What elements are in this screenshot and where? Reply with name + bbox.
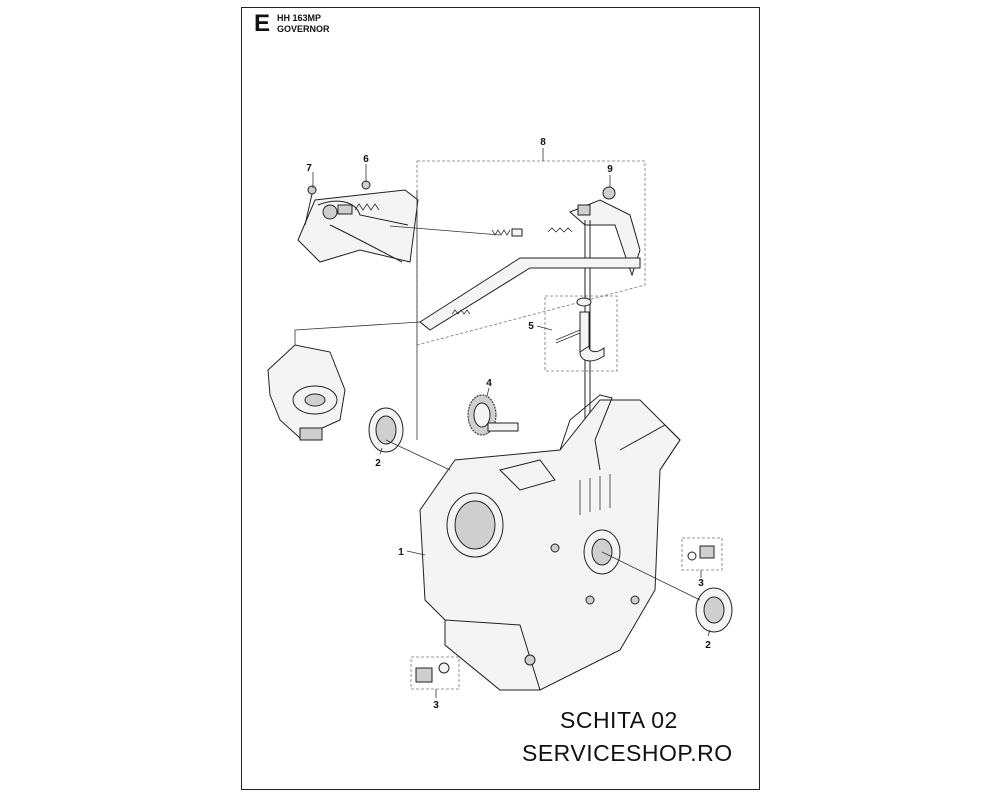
crankcase <box>419 394 681 691</box>
throttle-control-bracket <box>297 180 419 263</box>
page-frame <box>241 7 760 790</box>
callout-5: 5 <box>528 321 534 332</box>
callout-2-right: 2 <box>705 640 711 651</box>
throttle-spring <box>491 229 511 236</box>
rod-end <box>511 228 523 237</box>
governor-link-rod <box>419 257 641 331</box>
shop-label: SERVICESHOP.RO <box>522 740 733 766</box>
group-box-3-right <box>681 537 723 571</box>
callout-2-left: 2 <box>375 458 381 469</box>
callout-6: 6 <box>363 154 369 165</box>
group-box-5 <box>544 295 618 372</box>
callout-3-left: 3 <box>433 700 439 711</box>
callout-7: 7 <box>306 163 312 174</box>
callout-3-right: 3 <box>698 578 704 589</box>
drain-bolt-left <box>415 662 450 683</box>
drain-bolt-right <box>687 545 715 561</box>
callout-1: 1 <box>398 547 404 558</box>
model-name: HH 163MP <box>277 13 322 23</box>
callout-9: 9 <box>607 164 613 175</box>
carburetor <box>267 321 421 441</box>
schema-label: SCHITA 02 <box>560 707 678 733</box>
callout-8: 8 <box>540 137 546 148</box>
governor-gear <box>467 394 519 436</box>
governor-shaft <box>555 297 605 362</box>
group-box-8 <box>416 160 646 346</box>
oil-seal-left <box>368 407 404 453</box>
throttle-rod <box>389 225 501 236</box>
section-letter: E <box>254 10 271 37</box>
diagram-title: GOVERNOR <box>277 24 330 34</box>
governor-nut <box>602 186 616 200</box>
callout-4: 4 <box>486 378 492 389</box>
oil-seal-right <box>695 587 733 633</box>
